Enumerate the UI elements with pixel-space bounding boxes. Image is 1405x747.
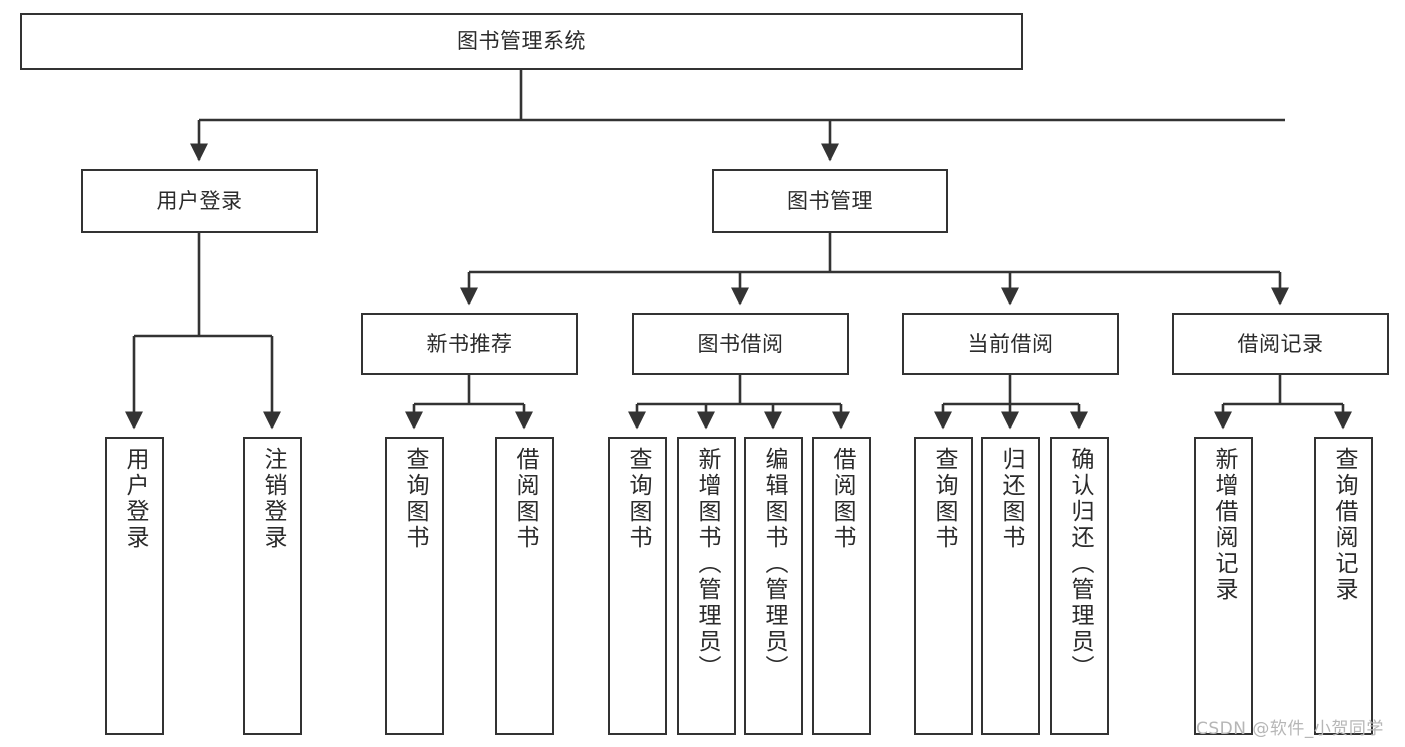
- node-book-manage-label: 图书管理: [787, 188, 873, 213]
- node-new-book-recommend[interactable]: 新书推荐: [361, 313, 578, 375]
- node-leaf-query-record[interactable]: 查询借阅记录: [1314, 437, 1373, 735]
- node-root-label: 图书管理系统: [457, 29, 586, 54]
- csdn-watermark: CSDN @软件_小贺同学: [1196, 719, 1384, 739]
- node-book-borrow[interactable]: 图书借阅: [632, 313, 849, 375]
- node-leaf-query-record-label: 查询借阅记录: [1331, 447, 1357, 603]
- node-user-login-label: 用户登录: [156, 188, 243, 213]
- node-leaf-edit-book[interactable]: 编辑图书（管理员）: [744, 437, 803, 735]
- node-leaf-query-book-2[interactable]: 查询图书: [608, 437, 667, 735]
- node-leaf-add-record[interactable]: 新增借阅记录: [1194, 437, 1253, 735]
- node-leaf-return-book[interactable]: 归还图书: [981, 437, 1040, 735]
- node-leaf-add-record-label: 新增借阅记录: [1211, 447, 1237, 603]
- node-leaf-confirm-return-label: 确认归还（管理员）: [1067, 447, 1093, 681]
- node-leaf-confirm-return[interactable]: 确认归还（管理员）: [1050, 437, 1109, 735]
- node-current-borrow-label: 当前借阅: [967, 331, 1054, 356]
- node-leaf-borrow-book-1-label: 借阅图书: [512, 447, 538, 551]
- node-book-borrow-label: 图书借阅: [697, 331, 784, 356]
- node-borrow-record[interactable]: 借阅记录: [1172, 313, 1389, 375]
- node-leaf-borrow-book-2-label: 借阅图书: [829, 447, 855, 551]
- node-leaf-query-book-1[interactable]: 查询图书: [385, 437, 444, 735]
- node-leaf-add-book-label: 新增图书（管理员）: [694, 447, 720, 681]
- node-leaf-user-login[interactable]: 用户登录: [105, 437, 164, 735]
- node-borrow-record-label: 借阅记录: [1237, 331, 1324, 356]
- node-leaf-add-book[interactable]: 新增图书（管理员）: [677, 437, 736, 735]
- node-leaf-query-book-3-label: 查询图书: [931, 447, 957, 551]
- node-leaf-query-book-1-label: 查询图书: [402, 447, 428, 551]
- node-leaf-query-book-3[interactable]: 查询图书: [914, 437, 973, 735]
- node-root[interactable]: 图书管理系统: [20, 13, 1023, 70]
- node-new-book-recommend-label: 新书推荐: [426, 331, 513, 356]
- node-leaf-borrow-book-2[interactable]: 借阅图书: [812, 437, 871, 735]
- node-leaf-query-book-2-label: 查询图书: [625, 447, 651, 551]
- node-leaf-user-login-label: 用户登录: [122, 447, 148, 551]
- node-leaf-return-book-label: 归还图书: [998, 447, 1024, 551]
- node-book-manage[interactable]: 图书管理: [712, 169, 948, 233]
- node-user-login[interactable]: 用户登录: [81, 169, 318, 233]
- node-leaf-logout[interactable]: 注销登录: [243, 437, 302, 735]
- node-leaf-logout-label: 注销登录: [260, 447, 286, 551]
- node-current-borrow[interactable]: 当前借阅: [902, 313, 1119, 375]
- node-leaf-borrow-book-1[interactable]: 借阅图书: [495, 437, 554, 735]
- node-leaf-edit-book-label: 编辑图书（管理员）: [761, 447, 787, 681]
